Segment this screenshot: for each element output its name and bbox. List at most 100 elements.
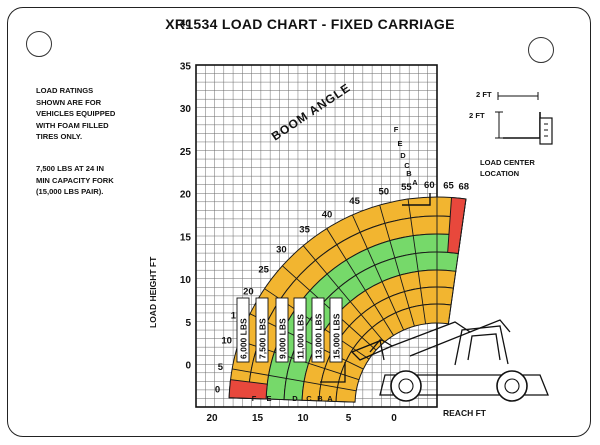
- zone-letter-bottom: A: [327, 394, 333, 403]
- zone-letter-top: F: [394, 125, 399, 134]
- zone-letter-bottom: C: [306, 394, 312, 403]
- boom-angle-value: 68: [459, 182, 470, 193]
- fork-carriage: [320, 362, 346, 383]
- note-line: VEHICLES EQUIPPED: [36, 109, 116, 118]
- y-tick-label: 20: [180, 190, 192, 201]
- note-line: WITH FOAM FILLED: [36, 120, 109, 130]
- load-ratings-note: LOAD RATINGS SHOWN ARE FOR VEHICLES EQUI…: [36, 85, 115, 143]
- capacity-box: [236, 297, 250, 363]
- boom-angle-value: 30: [276, 244, 287, 255]
- fork-outline-top: [402, 193, 431, 206]
- zone-letter-bottom: F: [252, 394, 257, 403]
- cab-outline: [454, 325, 509, 366]
- capacity-label: 15,000 LBS: [332, 313, 342, 359]
- capacity-box: [311, 297, 325, 363]
- capacity-box: [293, 297, 307, 363]
- boom-angle-label: BOOM ANGLE: [269, 80, 353, 143]
- chart-title: XR1534 LOAD CHART - FIXED CARRIAGE: [165, 16, 455, 32]
- y-tick-label: 0: [185, 361, 191, 372]
- x-tick-label: 20: [206, 413, 218, 424]
- capacity-label: 9,000 LBS: [278, 318, 288, 359]
- load-center-label-line: LOAD CENTER: [480, 158, 535, 167]
- dim-ticks-horizontal: [497, 92, 539, 100]
- capacity-box: [275, 297, 289, 363]
- load-center-dim-vertical: 2 FT: [469, 111, 485, 120]
- boom-angle-line: [351, 214, 405, 331]
- boom-angle-line: [302, 245, 385, 343]
- y-tick-label: 5: [185, 318, 191, 329]
- boom-angle-line: [282, 265, 377, 351]
- capacity-label: 6,000 LBS: [239, 318, 249, 359]
- boom-angle-value: 25: [258, 265, 269, 276]
- x-tick-label: 5: [346, 413, 352, 424]
- boom-angle-value: 55: [401, 182, 412, 193]
- carriage-detail: [544, 123, 548, 137]
- boom-angle-value: 40: [322, 209, 333, 220]
- zone-letter-bottom: B: [317, 394, 323, 403]
- boom-angle-value: 0: [215, 385, 220, 396]
- cab-window: [467, 333, 501, 361]
- zone-letter-top: B: [406, 169, 412, 178]
- zone-letter-top: D: [400, 151, 406, 160]
- note-line: SHOWN ARE FOR: [36, 97, 102, 107]
- boom-angle-value: 65: [443, 180, 454, 191]
- x-tick-label: 10: [297, 413, 309, 424]
- x-tick-label: 15: [252, 413, 264, 424]
- rear-wheel: [496, 370, 528, 402]
- load-center-carriage: [539, 117, 553, 145]
- y-tick-label: 10: [180, 275, 192, 286]
- y-tick-label: 30: [180, 104, 192, 115]
- chassis: [379, 374, 549, 396]
- telehandler-drawing: [320, 319, 549, 402]
- y-tick-label: 35: [180, 61, 192, 72]
- capacity-box: [329, 297, 343, 363]
- note-line: TIRES ONLY.: [36, 132, 83, 141]
- boom-pivot: [469, 319, 511, 333]
- capacity-label: 13,000 LBS: [314, 313, 324, 359]
- boom-angle-value: 10: [221, 336, 232, 347]
- capacity-label: 7,500 LBS: [258, 318, 268, 359]
- capacity-box: [255, 297, 269, 363]
- x-tick-label: 0: [391, 413, 397, 424]
- boom-angle-value: 20: [243, 287, 254, 298]
- load-center-label-line: LOCATION: [480, 169, 520, 178]
- boom-angle-line: [407, 198, 427, 324]
- boom-angle-value: 5: [218, 362, 224, 373]
- note-line: LOAD RATINGS: [36, 86, 94, 95]
- load-center-diagram: [495, 92, 553, 145]
- note-line: 7,500 LBS AT 24 IN: [36, 164, 104, 173]
- front-wheel: [390, 370, 422, 402]
- load-center-label: LOAD CENTER LOCATION: [480, 158, 535, 178]
- mounting-hole-left: [26, 31, 52, 57]
- boom-angle-value: 15: [231, 311, 242, 322]
- load-center-fork: [503, 112, 541, 139]
- capacity-label: 11,000 LBS: [296, 314, 306, 359]
- note-line: (15,000 LBS PAIR).: [36, 187, 104, 196]
- boom-angle-value: 45: [349, 196, 360, 207]
- front-wheel-hub: [398, 378, 414, 394]
- zone-letter-bottom: E: [266, 394, 271, 403]
- boom-angle-value: 60: [424, 180, 435, 191]
- y-tick-label: 25: [180, 147, 192, 158]
- dim-ticks-vertical: [495, 111, 503, 139]
- boom-angle-value: 50: [378, 187, 389, 198]
- boom-angle-line: [447, 198, 467, 324]
- zone-letter-top: A: [412, 178, 418, 187]
- tilt-cylinder: [369, 338, 385, 361]
- red-zone-base: [228, 379, 268, 400]
- x-axis-label: REACH FT: [443, 408, 486, 418]
- rear-wheel-hub: [504, 378, 520, 394]
- zone-letter-bottom: D: [292, 394, 298, 403]
- boom-angle-line: [249, 313, 364, 370]
- y-tick-label: 40: [180, 19, 192, 30]
- note-line: MIN CAPACITY FORK: [36, 175, 114, 185]
- boom-angle-value: 35: [299, 224, 310, 235]
- fork-capacity-note: 7,500 LBS AT 24 IN MIN CAPACITY FORK (15…: [36, 163, 114, 198]
- boom-angle-line: [229, 397, 356, 403]
- load-center-dim-horizontal: 2 FT: [476, 90, 492, 99]
- boom-angle-line: [379, 204, 415, 327]
- boom-body: [391, 321, 472, 357]
- zone-letter-top: E: [397, 139, 402, 148]
- y-tick-label: 15: [180, 232, 192, 243]
